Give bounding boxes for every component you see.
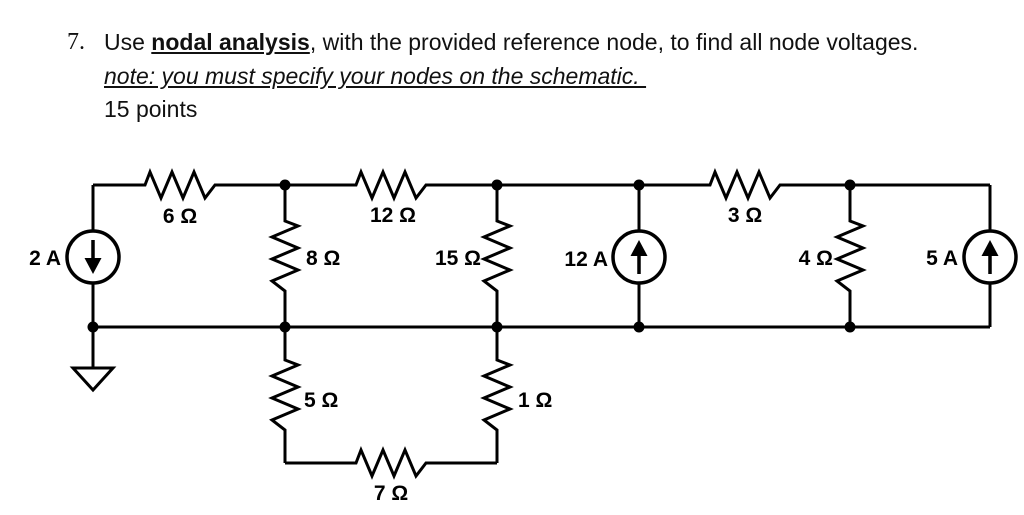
arrow-up-icon (630, 240, 648, 274)
resistor-8ohm (268, 185, 303, 327)
resistor-6ohm-label: 6 Ω (163, 205, 197, 228)
resistor-7ohm-label: 7 Ω (374, 482, 408, 505)
resistor-top-rail-wire (93, 167, 990, 202)
node-dot (491, 321, 503, 333)
node-dot (279, 321, 291, 333)
resistor-1ohm (480, 327, 515, 463)
resistor-1ohm-label: 1 Ω (518, 389, 552, 412)
resistor-15ohm-label: 15 Ω (435, 247, 481, 270)
resistor-8ohm-label: 8 Ω (306, 247, 340, 270)
note-line: note: you must specify your nodes on the… (104, 62, 647, 89)
current-source-5a-label: 5 A (926, 247, 958, 270)
arrow-down-icon (84, 240, 102, 274)
instruction-line: Use nodal analysis, with the provided re… (104, 26, 918, 60)
problem-text: Use nodal analysis, with the provided re… (104, 26, 918, 127)
resistor-4ohm-label: 4 Ω (799, 247, 833, 270)
points-line: 15 points (104, 96, 198, 122)
ground-icon (69, 327, 117, 393)
node-dot (844, 179, 856, 191)
resistor-5ohm (268, 327, 303, 463)
instruction-prefix: Use (104, 29, 152, 55)
node-dot (633, 321, 645, 333)
node-dot (491, 179, 503, 191)
resistor-7ohm (285, 445, 497, 480)
node-dot (279, 179, 291, 191)
resistor-5ohm-label: 5 Ω (304, 389, 338, 412)
problem-number: 7. (67, 29, 85, 55)
current-source-2a-label: 2 A (29, 247, 61, 270)
problem-statement: 7. Use nodal analysis, with the provided… (67, 26, 918, 127)
node-dot (633, 179, 645, 191)
current-source-12a-label: 12 A (564, 248, 608, 271)
arrow-up-icon (981, 240, 999, 274)
instruction-emphasis: nodal analysis (151, 29, 310, 55)
resistor-4ohm (833, 185, 868, 327)
resistor-15ohm (480, 185, 515, 327)
instruction-suffix: , with the provided reference node, to f… (309, 29, 919, 55)
resistor-12ohm-label: 12 Ω (370, 204, 416, 227)
resistor-3ohm-label: 3 Ω (728, 204, 762, 227)
node-dot (87, 321, 99, 333)
node-dot (844, 321, 856, 333)
